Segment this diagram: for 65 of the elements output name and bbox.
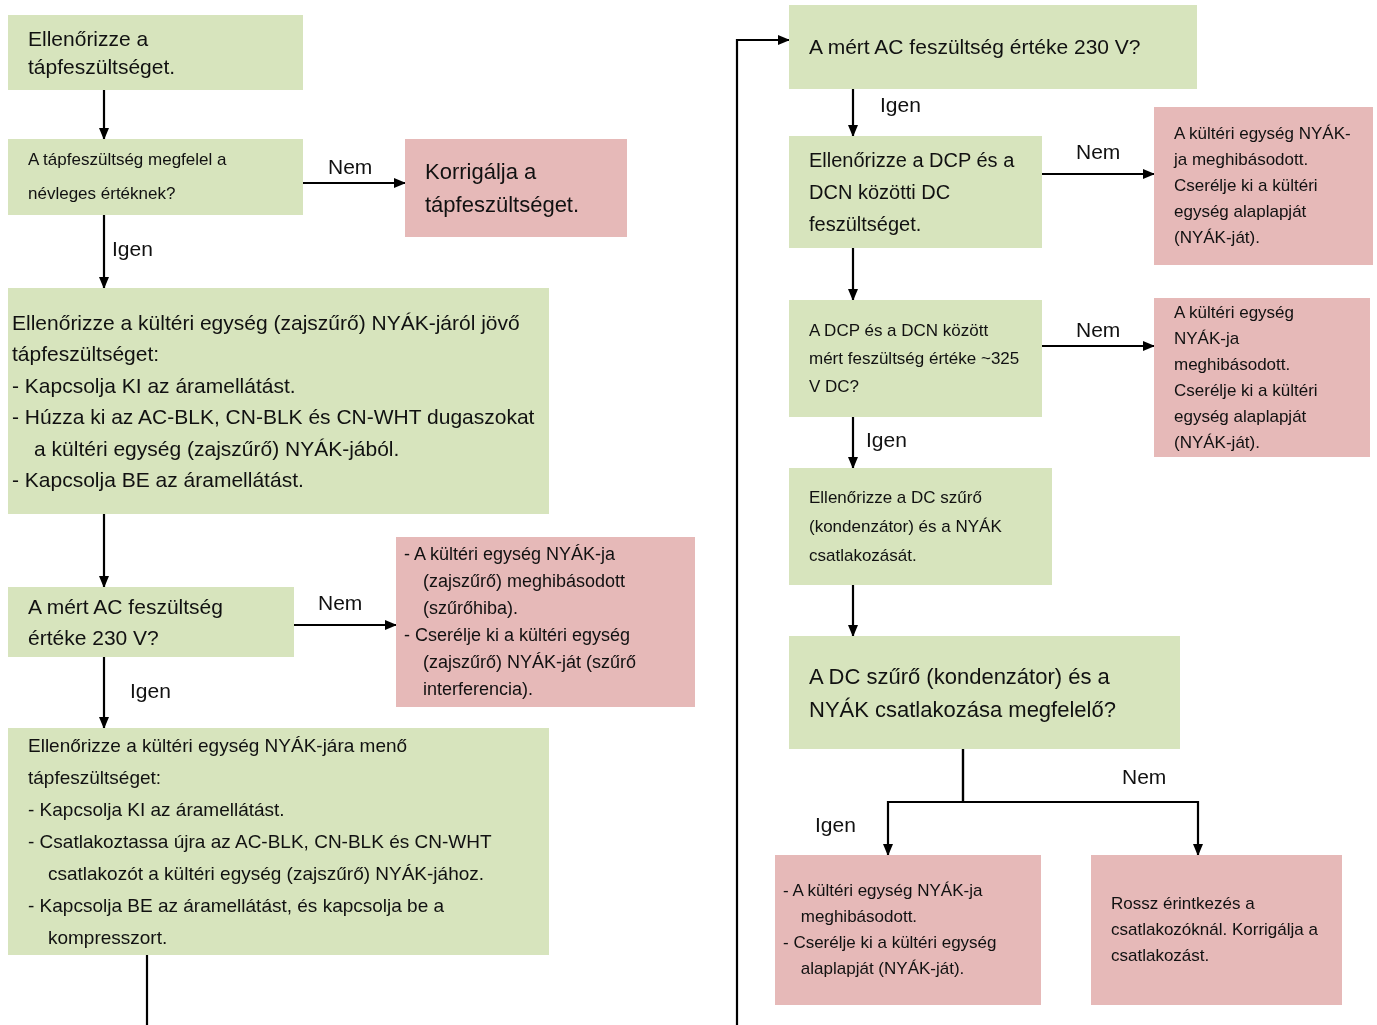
edge-label: Nem [318, 590, 363, 616]
arrow [99, 514, 109, 588]
node-text: - A kültéri egység NYÁK-ja (zajszűrő) meghibásodott (szűrőhiba). [404, 543, 626, 620]
decision-box [8, 139, 303, 215]
node-text: - Kapcsolja KI az áramellátást. [12, 372, 297, 399]
node-text: Ellenőrizze a DCP és a DCN közötti DC feszültséget. [809, 148, 1016, 237]
edge-label: Nem [328, 154, 373, 180]
node-text: A tápfeszültség megfelel a névleges értéknek? [28, 149, 228, 205]
node-text: - Kapcsolja KI az áramellátást. [28, 797, 286, 822]
node-text: - Cserélje ki a kültéri egység (zajszűrő) NYÁK-ját (szűrő interferencia). [404, 624, 637, 701]
fault-box [396, 537, 695, 707]
arrow [303, 178, 406, 188]
node-text: Ellenőrizze a tápfeszültséget. [28, 25, 177, 80]
arrow [1042, 341, 1155, 351]
arrow [848, 248, 858, 301]
node-text: - Húzza ki az AC-BLK, CN-BLK és CN-WHT dugaszokat a kültéri egység (zajszűrő) NYÁK-jából. [12, 404, 536, 462]
node-text: A kültéri egység NYÁK-ja meghibásodott. Cserélje ki a kültéri egység alaplapját (NYÁK-ját). [1174, 123, 1352, 249]
node-text: Rossz érintkezés a csatlakozóknál. Korrigálja a csatlakozást. [1111, 893, 1319, 967]
edge-label: Nem [1122, 764, 1167, 790]
decision-box [8, 587, 294, 657]
action-box [405, 139, 627, 237]
node-text: Korrigálja a tápfeszültséget. [425, 158, 581, 219]
edge-label: Igen [866, 427, 907, 453]
arrow [848, 89, 858, 137]
edge-label: Igen [112, 236, 153, 262]
connector-line [145, 955, 149, 1025]
node-text: A DC szűrő (kondenzátor) és a NYÁK csatlakozása megfelelő? [809, 662, 1117, 724]
node-text: Ellenőrizze a kültéri egység (zajszűrő) NYÁK-járól jövő tápfeszültséget: [12, 309, 521, 367]
node-text: - Kapcsolja BE az áramellátást. [12, 467, 305, 493]
arrow [1042, 169, 1155, 179]
arrow [99, 90, 109, 140]
arrow [99, 215, 109, 289]
process-box [8, 288, 549, 514]
arrow [294, 620, 397, 630]
fault-box [1154, 107, 1373, 265]
edge-label: Nem [1076, 317, 1121, 343]
decision-box [789, 5, 1197, 89]
decision-box [789, 636, 1180, 749]
node-text: A mért AC feszültség értéke 230 V? [809, 34, 1142, 60]
fault-box [775, 855, 1041, 1005]
arrow [99, 657, 109, 729]
edge-label: Igen [815, 812, 856, 838]
node-text: Ellenőrizze a DC szűrő (kondenzátor) és a NYÁK csatlakozását. [809, 487, 1003, 567]
edge-label: Igen [130, 678, 171, 704]
node-text: A kültéri egység NYÁK-ja meghibásodott. Cserélje ki a kültéri egység alaplapját (NYÁK-ját). [1174, 301, 1319, 454]
decision-box [789, 300, 1042, 417]
edge-label: Nem [1076, 139, 1121, 165]
node-text: - Kapcsolja BE az áramellátást, és kapcsolja be a kompresszort. [28, 893, 446, 950]
node-text: - Cserélje ki a kültéri egység alaplapját (NYÁK-ját). [783, 932, 998, 980]
arrow [848, 417, 858, 469]
arrow [961, 749, 1203, 856]
node-text: A DCP és a DCN között mért feszültség értéke ~325 V DC? [809, 319, 1021, 398]
fault-box [1154, 298, 1370, 457]
edge-label: Igen [880, 92, 921, 118]
arrow [735, 35, 790, 1025]
process-box [789, 468, 1052, 585]
node-text: - A kültéri egység NYÁK-ja meghibásodott. [783, 880, 984, 928]
process-box [789, 136, 1042, 248]
arrow [848, 585, 858, 637]
node-text: A mért AC feszültség értéke 230 V? [28, 594, 224, 651]
node-text: Ellenőrizze a kültéri egység NYÁK-jára menő tápfeszültséget: [28, 733, 409, 790]
fault-box [1091, 855, 1342, 1005]
node-text: - Csatlakoztassa újra az AC-BLK, CN-BLK és CN-WHT csatlakozót a kültéri egység (zajszűrő) NYÁK-jához. [28, 829, 493, 886]
process-box [8, 15, 303, 90]
process-box [8, 728, 549, 955]
